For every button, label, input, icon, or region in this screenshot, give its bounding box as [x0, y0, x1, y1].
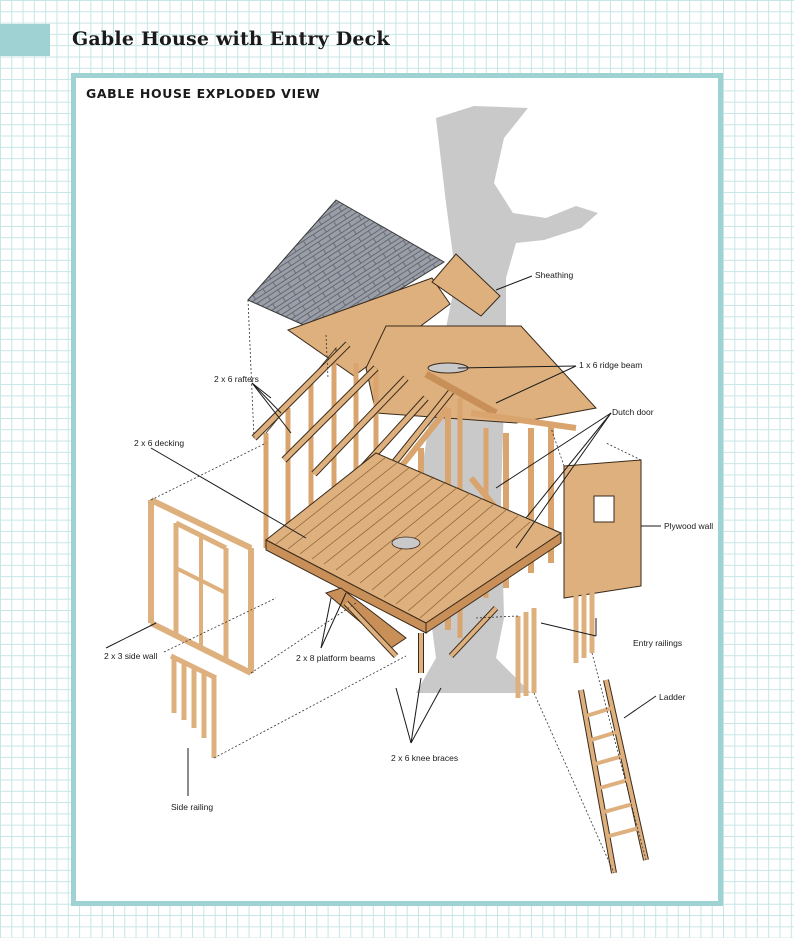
label-ridge-beam: 1 x 6 ridge beam: [579, 360, 642, 370]
label-plywood-wall: Plywood wall: [664, 521, 713, 531]
label-side-wall: 2 x 3 side wall: [104, 651, 157, 661]
label-platform-beams: 2 x 8 platform beams: [296, 653, 375, 663]
label-entry-railings: Entry railings: [633, 638, 682, 648]
plywood-wall-window: [593, 495, 615, 523]
page-title: Gable House with Entry Deck: [72, 28, 390, 50]
label-rafters: 2 x 6 rafters: [214, 374, 259, 384]
knee-braces: [343, 600, 499, 673]
label-dutch-door: Dutch door: [612, 407, 654, 417]
label-knee-braces: 2 x 6 knee braces: [391, 753, 458, 763]
ladder: [578, 679, 649, 874]
exploded-view-illustration: Sheathing 1 x 6 ridge beam 2 x 6 rafters…: [104, 106, 713, 874]
label-decking: 2 x 6 decking: [134, 438, 184, 448]
entry-railings: [515, 567, 601, 698]
label-sheathing: Sheathing: [535, 270, 574, 280]
label-side-railing: Side railing: [171, 802, 213, 812]
ridge-beam: [424, 370, 498, 417]
side-wall-frame: [148, 497, 254, 676]
plywood-wall-panel: [563, 459, 642, 599]
label-ladder: Ladder: [659, 692, 686, 702]
section-tab: [0, 24, 50, 56]
sheathing-right: [431, 253, 501, 317]
diagram-frame: GABLE HOUSE EXPLODED VIEW: [71, 73, 723, 906]
side-railing: [169, 653, 218, 758]
diagram-title: GABLE HOUSE EXPLODED VIEW: [86, 86, 321, 101]
